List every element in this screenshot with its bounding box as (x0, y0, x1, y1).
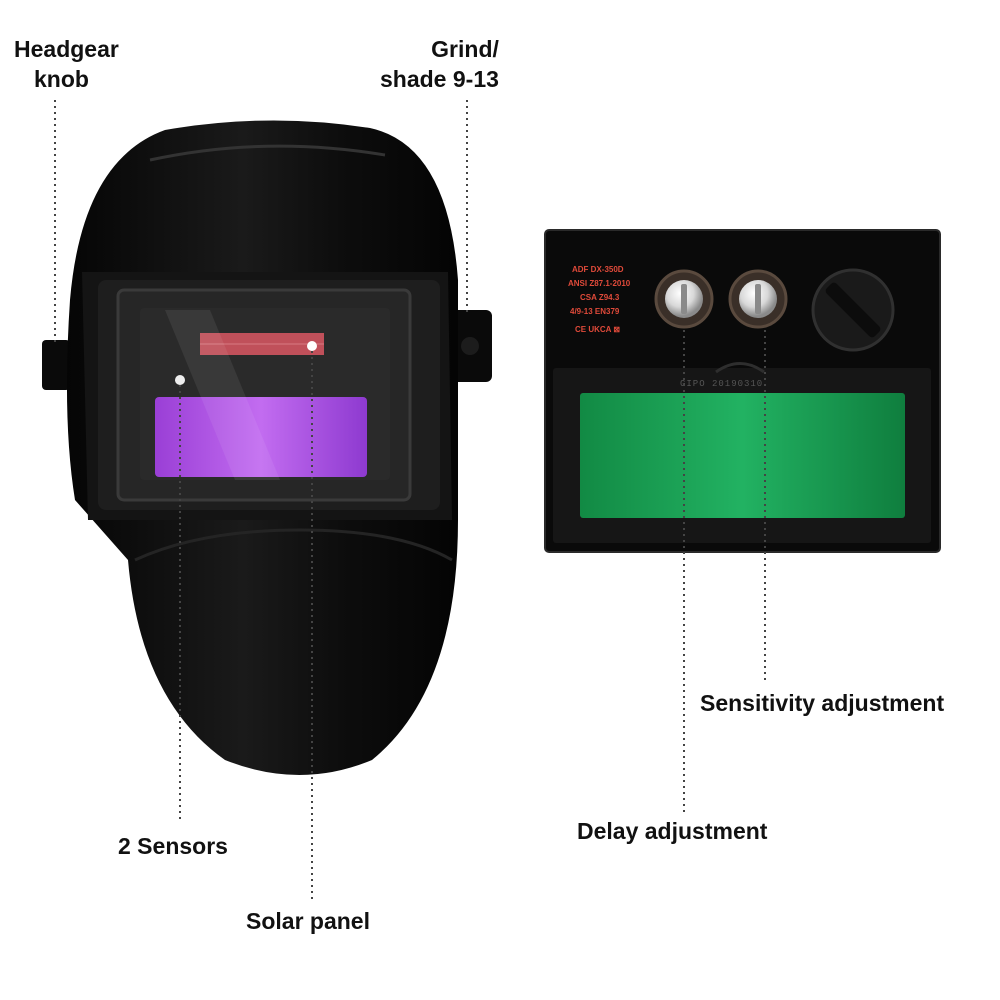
solar-panel-label: Solar panel (246, 908, 370, 934)
sensitivity-adjustment-label: Sensitivity adjustment (700, 690, 945, 716)
filter-shade-text: 4/9-13 EN379 (570, 307, 620, 316)
welding-helmet (42, 120, 492, 776)
filter-model-text: ADF DX-350D (572, 265, 624, 274)
filter-csa-text: CSA Z94.3 (580, 293, 620, 302)
filter-ansi-text: ANSI Z87.1-2010 (568, 279, 631, 288)
purple-lens (155, 397, 367, 477)
green-lens (580, 393, 905, 518)
delay-adjustment-label: Delay adjustment (577, 818, 768, 844)
headgear-knob-label: Headgear knob (14, 36, 119, 92)
headgear-knob (42, 340, 70, 390)
leader-lines (54, 100, 766, 900)
sensors-label: 2 Sensors (118, 833, 228, 859)
sensor-icon (307, 341, 317, 351)
cert-marks-text: CE UKCA ⊠ (575, 325, 620, 334)
auto-darkening-filter: ADF DX-350D ANSI Z87.1-2010 CSA Z94.3 4/… (544, 229, 941, 553)
sensor-icon (175, 375, 185, 385)
grind-shade-label: Grind/ shade 9-13 (380, 36, 499, 92)
filter-serial-text: GIPO 20190310 (680, 379, 763, 389)
